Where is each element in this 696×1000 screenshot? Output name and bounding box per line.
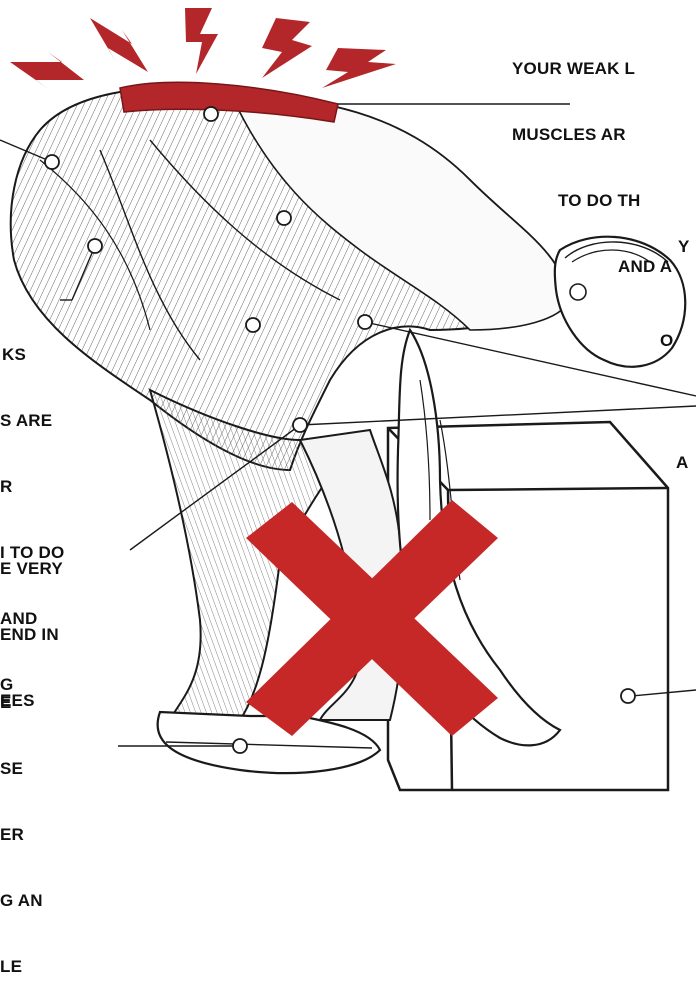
label-line: AND A (512, 256, 696, 278)
label-line: END IN (0, 624, 63, 646)
label-line: KS (0, 344, 64, 366)
label-line: YOUR WEAK L (512, 58, 696, 80)
marker-dot (293, 418, 307, 432)
label-line: ER (0, 824, 43, 846)
label-left-3: E SE ER G AN LE (0, 648, 43, 1000)
label-right-a: A (676, 408, 688, 496)
label-line: TO DO TH (512, 190, 696, 212)
marker-dot (277, 211, 291, 225)
label-right-o: O (660, 286, 673, 374)
label-line: E VERY (0, 558, 63, 580)
label-line: R (0, 476, 64, 498)
label-line: Y (678, 236, 690, 258)
label-line: S ARE (0, 410, 64, 432)
label-line: MUSCLES AR (512, 124, 696, 146)
pain-burst-icon (10, 8, 396, 90)
marker-dot (621, 689, 635, 703)
marker-dot (204, 107, 218, 121)
label-line: A (676, 452, 688, 474)
label-top-right: YOUR WEAK L MUSCLES AR TO DO TH AND A (512, 14, 696, 300)
marker-dot (246, 318, 260, 332)
label-line: O (660, 330, 673, 352)
label-line: G AN (0, 890, 43, 912)
label-right-y: Y (678, 192, 690, 280)
label-line: LE (0, 956, 43, 978)
label-line: E (0, 692, 43, 714)
marker-dot (358, 315, 372, 329)
marker-dot (45, 155, 59, 169)
label-line: SE (0, 758, 43, 780)
marker-dot (233, 739, 247, 753)
marker-dot (88, 239, 102, 253)
